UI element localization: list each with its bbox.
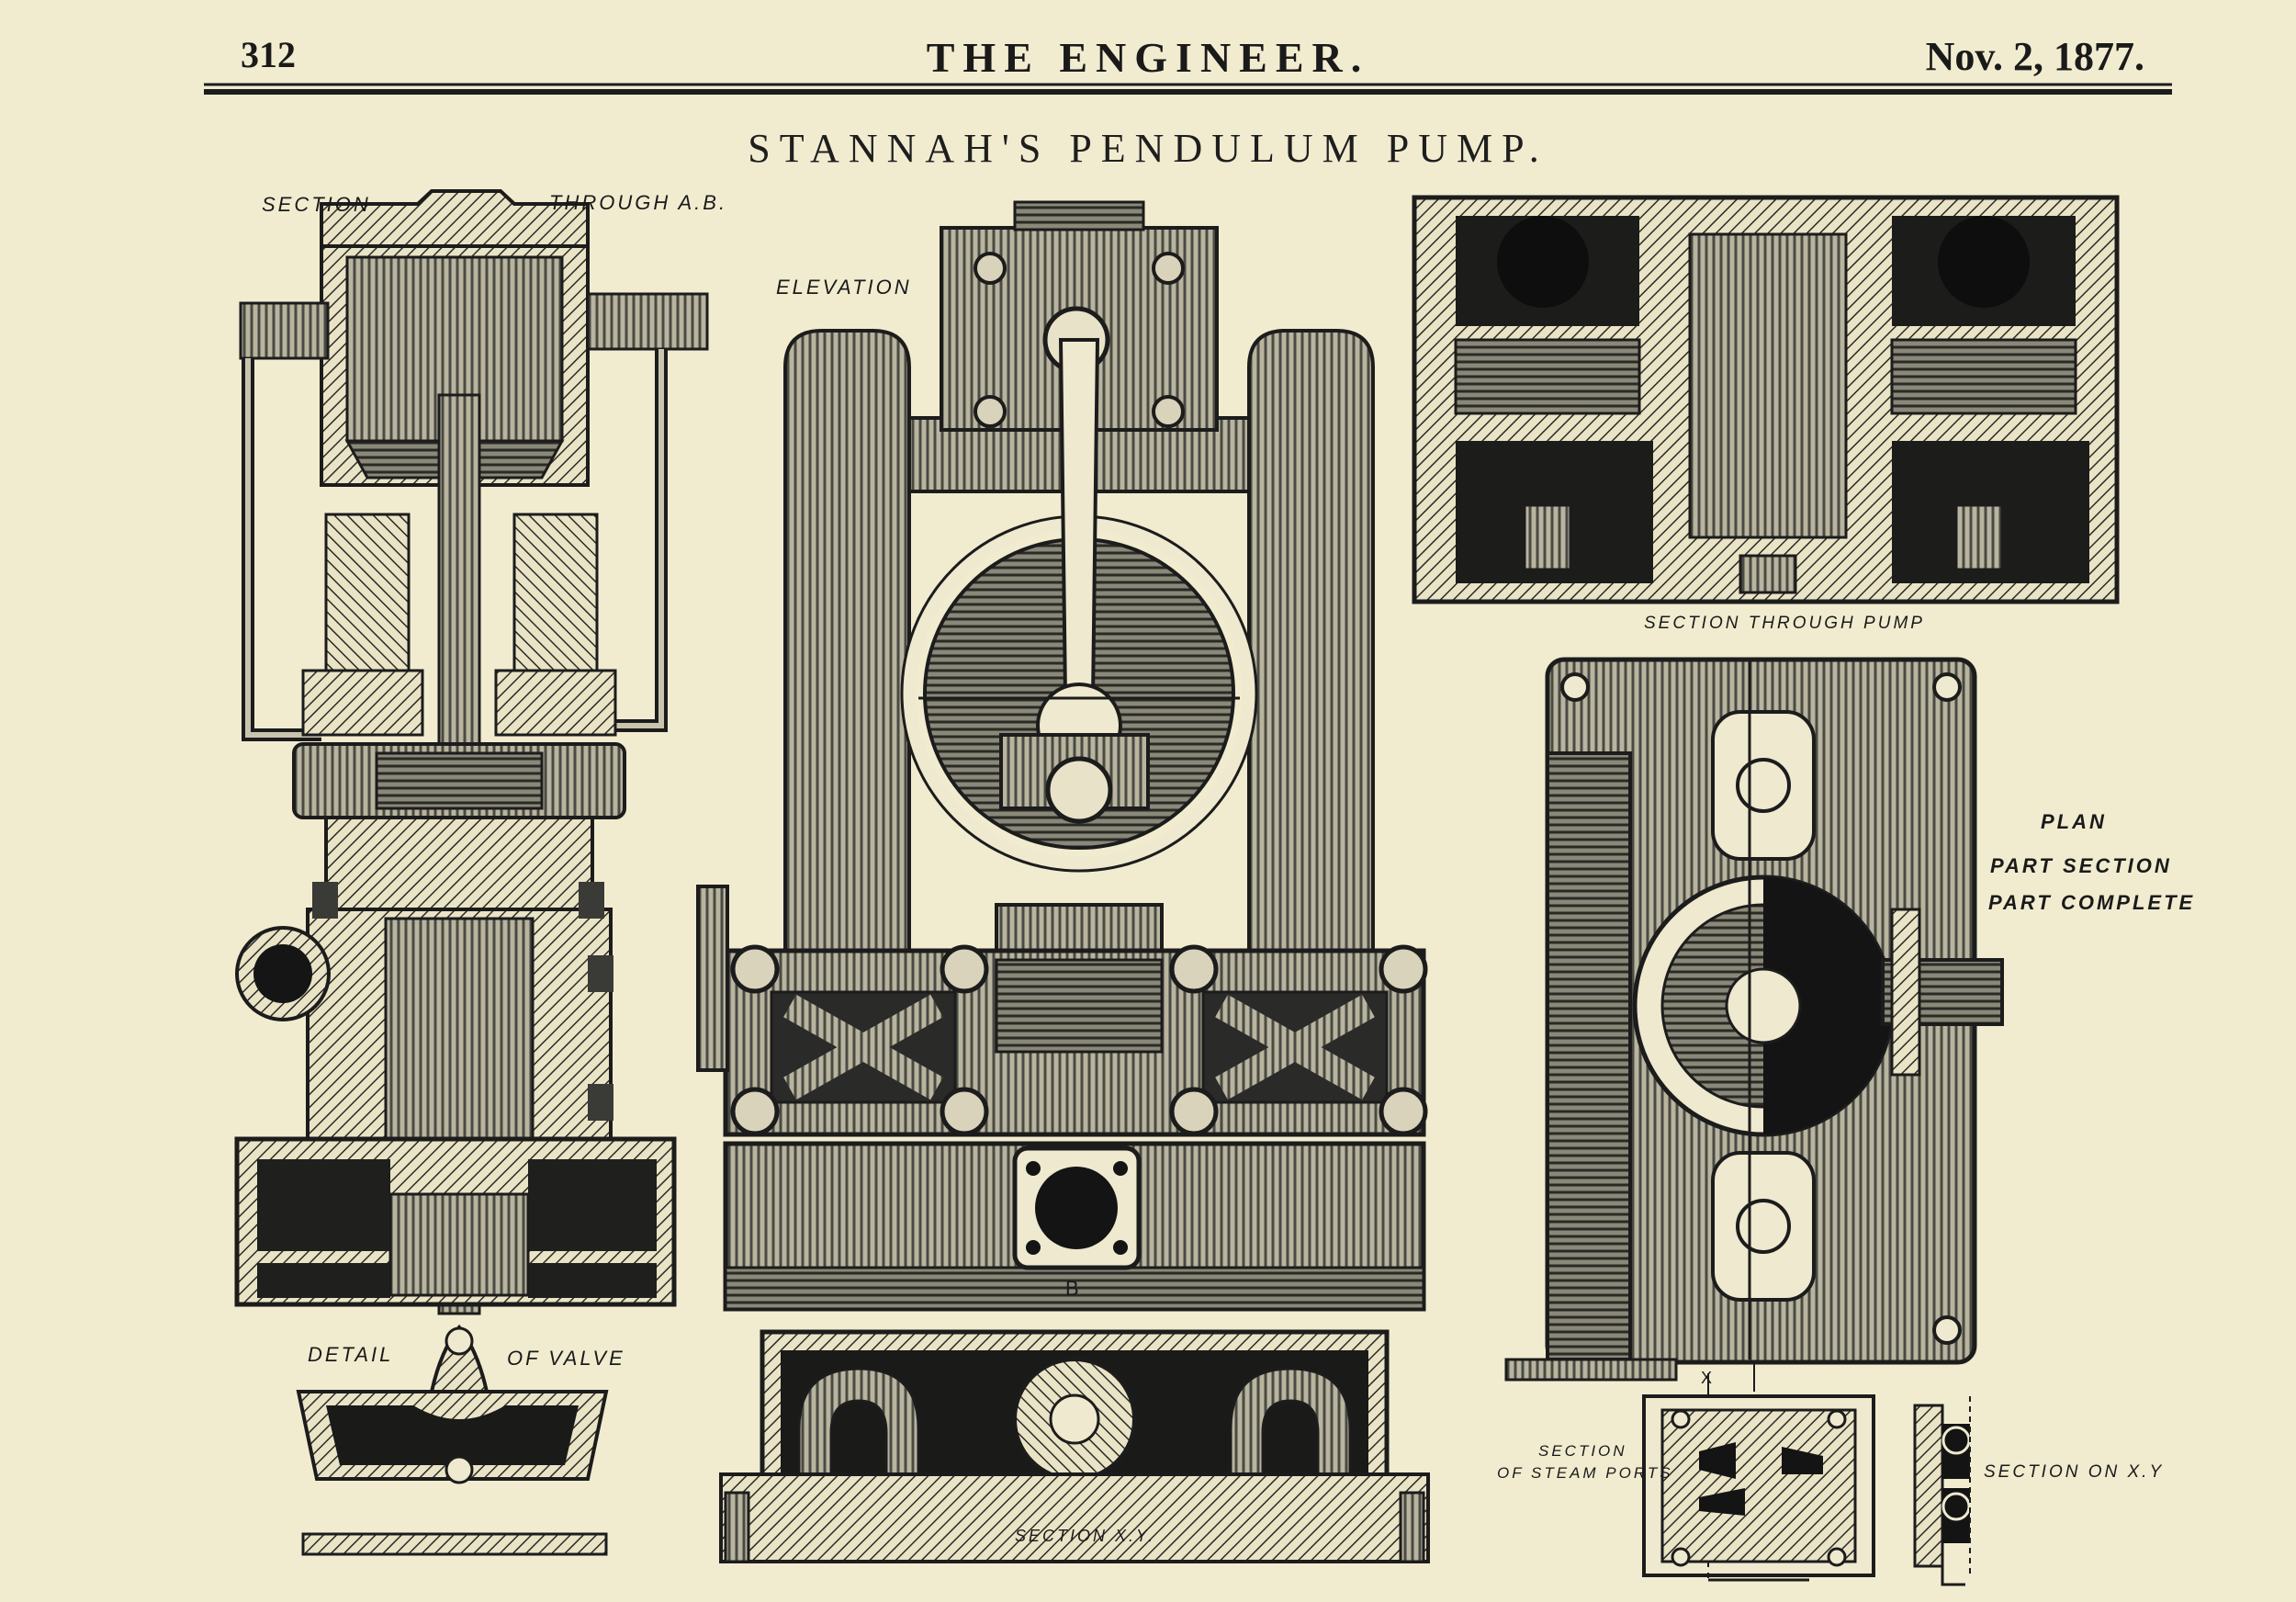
label-detail: DETAIL xyxy=(308,1343,394,1366)
label-steam-section: SECTION xyxy=(1538,1442,1627,1460)
steam-ports-drawing xyxy=(1642,1364,1875,1582)
label-section: SECTION xyxy=(262,193,371,216)
label-elevation: ELEVATION xyxy=(776,276,912,299)
pump-section-drawing xyxy=(1412,195,2120,604)
label-section-on-xy: SECTION ON X.Y xyxy=(1984,1462,2165,1482)
label-part-section: PART SECTION xyxy=(1990,854,2172,877)
label-letter-b: B xyxy=(1065,1277,1082,1300)
plan-drawing xyxy=(1504,657,2004,1382)
valve-detail-drawing xyxy=(296,1324,609,1556)
elevation-drawing xyxy=(696,200,1428,1312)
issue-date: Nov. 2, 1877. xyxy=(1925,34,2144,79)
section-ab-drawing xyxy=(234,189,709,1315)
label-through-ab: THROUGH A.B. xyxy=(549,191,728,214)
label-section-through-pump: SECTION THROUGH PUMP xyxy=(1644,614,1925,633)
section-on-xy-drawing xyxy=(1913,1396,1971,1586)
page-number: 312 xyxy=(241,34,296,75)
section-xy-drawing xyxy=(719,1329,1430,1563)
label-of-valve: OF VALVE xyxy=(507,1347,625,1370)
label-plan: PLAN xyxy=(2041,810,2107,833)
publication-name: THE ENGINEER. xyxy=(926,34,1370,81)
figure-title: STANNAH'S PENDULUM PUMP. xyxy=(748,126,1548,171)
label-part-complete: PART COMPLETE xyxy=(1988,891,2196,914)
label-section-xy: SECTION X.Y. xyxy=(1015,1527,1156,1545)
label-letter-x: X xyxy=(1701,1369,1716,1387)
label-steam-ports: OF STEAM PORTS xyxy=(1497,1464,1673,1482)
